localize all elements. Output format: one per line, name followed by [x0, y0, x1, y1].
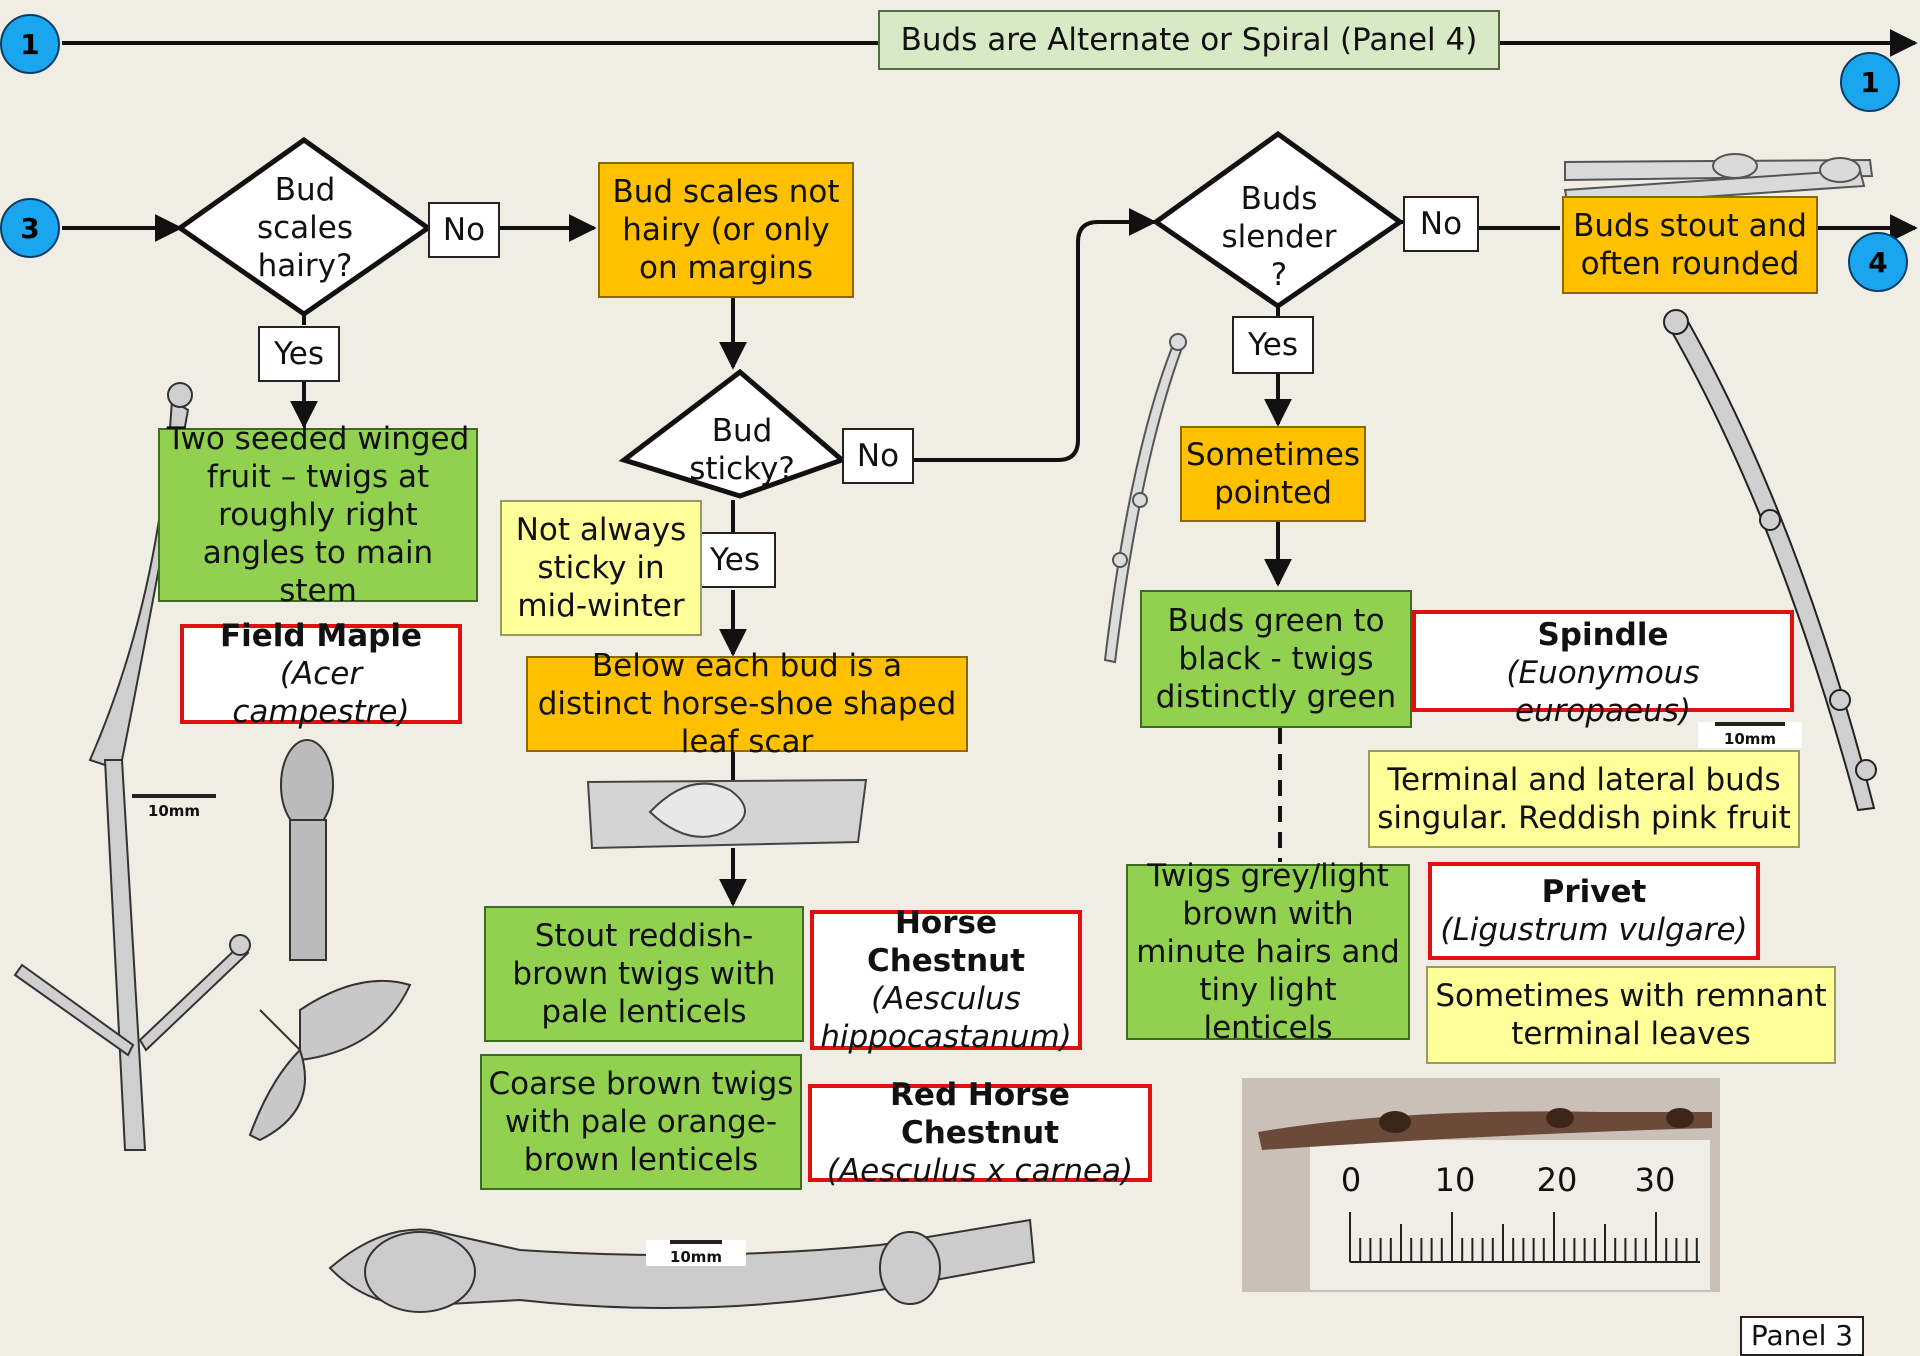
step-bud-scales-not-hairy: Bud scales not hairy (or only on margins	[598, 162, 854, 298]
scale-bar-label: 10mm	[669, 1248, 723, 1266]
scale-bar-label: 10mm	[147, 802, 201, 820]
step-buds-stout-rounded: Buds stout and often rounded	[1562, 196, 1818, 294]
step-buds-green-to-black: Buds green to black - twigs distinctly g…	[1140, 590, 1412, 728]
species-name: Privet	[1541, 874, 1647, 910]
samara-sketch	[248, 979, 412, 1142]
note-not-always-sticky: Not always sticky in mid-winter	[500, 500, 702, 636]
scale-bar-field-maple: 10mm	[126, 794, 222, 820]
species-name: Field Maple	[219, 618, 423, 654]
species-name: Spindle	[1537, 617, 1669, 653]
answer-sticky-no: No	[842, 428, 914, 484]
note-terminal-lateral-buds: Terminal and lateral buds singular. Redd…	[1368, 750, 1800, 848]
scale-bar-line	[1715, 722, 1785, 726]
step-twigs-grey-light-brown: Twigs grey/light brown with minute hairs…	[1126, 858, 1410, 1046]
answer-slender-yes: Yes	[1232, 316, 1314, 374]
scale-bar-line	[132, 794, 216, 798]
answer-sticky-yes: Yes	[694, 532, 776, 588]
scale-bar-line	[670, 1240, 722, 1244]
decision-hairy-text: Bud scales hairy?	[256, 172, 354, 284]
scale-bar-label: 10mm	[1723, 730, 1777, 748]
connector-1-left[interactable]: 1	[0, 14, 60, 74]
answer-hairy-yes: Yes	[258, 326, 340, 382]
species-horse-chestnut[interactable]: Horse Chestnut (Aesculus hippocastanum)	[810, 905, 1082, 1055]
decision-slender-text: Buds slender ?	[1221, 181, 1337, 293]
connector-1-right[interactable]: 1	[1840, 52, 1900, 112]
step-horse-shoe-leaf-scar: Below each bud is a distinct horse-shoe …	[526, 648, 968, 760]
species-privet[interactable]: Privet (Ligustrum vulgare)	[1428, 862, 1760, 960]
panel-label: Panel 3	[1740, 1316, 1864, 1356]
decision-sticky-text: Bud sticky?	[689, 413, 795, 487]
leaf-scar-sketch	[586, 778, 868, 850]
note-remnant-terminal-leaves: Sometimes with remnant terminal leaves	[1426, 966, 1836, 1064]
answer-hairy-no: No	[428, 202, 500, 258]
ruler-label-0: 0	[1340, 1161, 1362, 1199]
connector-4[interactable]: 4	[1848, 232, 1908, 292]
species-latin: (Acer campestre)	[232, 656, 410, 730]
horse-chestnut-twig-sketch	[328, 1218, 1036, 1313]
species-red-horse-chestnut[interactable]: Red Horse Chestnut (Aesculus x carnea)	[808, 1077, 1152, 1189]
species-latin: (Aesculus hippocastanum)	[820, 981, 1072, 1055]
species-latin: (Aesculus x carnea)	[826, 1153, 1134, 1189]
header-title: Buds are Alternate or Spiral (Panel 4)	[878, 10, 1500, 70]
decision-diamond-hairy	[175, 136, 433, 318]
scale-bar-horse-chestnut: 10mm	[646, 1240, 746, 1266]
connector-3[interactable]: 3	[0, 198, 60, 258]
species-latin: (Euonymous europaeus)	[1506, 655, 1700, 729]
ruler-label-30: 30	[1634, 1161, 1676, 1199]
answer-slender-no: No	[1403, 196, 1479, 252]
field-maple-bud-sketch	[280, 739, 334, 961]
species-latin: (Ligustrum vulgare)	[1440, 912, 1748, 948]
step-two-seeded-winged-fruit: Two seeded winged fruit – twigs at rough…	[158, 421, 478, 609]
species-field-maple[interactable]: Field Maple (Acer campestre)	[180, 618, 462, 730]
privet-twig-sketch-right	[1663, 309, 1877, 812]
ruler-label-20: 20	[1536, 1161, 1578, 1199]
species-name: Red Horse Chestnut	[890, 1077, 1070, 1151]
species-spindle[interactable]: Spindle (Euonymous europaeus)	[1412, 610, 1794, 729]
step-sometimes-pointed: Sometimes pointed	[1180, 426, 1366, 522]
step-stout-reddish-twigs: Stout reddish-brown twigs with pale lent…	[484, 906, 804, 1042]
decision-diamond-sticky	[618, 368, 847, 499]
ruler-label-10: 10	[1434, 1161, 1476, 1199]
spindle-twig-sketch	[1103, 333, 1187, 664]
decision-diamond-slender	[1151, 130, 1405, 310]
privet-twig-photo	[1242, 1078, 1720, 1292]
scale-bar-spindle: 10mm	[1698, 722, 1802, 748]
step-coarse-brown-twigs: Coarse brown twigs with pale orange-brow…	[480, 1054, 802, 1190]
species-name: Horse Chestnut	[866, 905, 1026, 979]
